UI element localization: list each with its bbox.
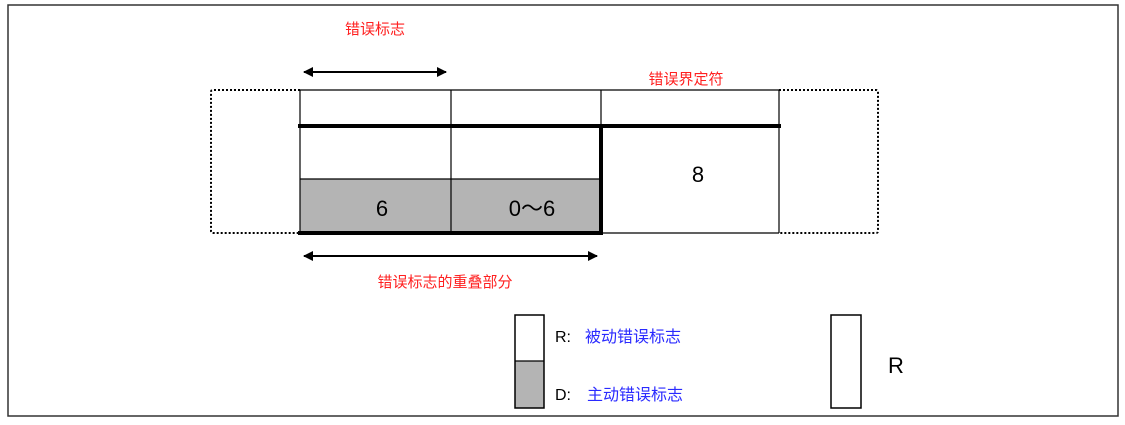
thick-lines bbox=[298, 124, 781, 235]
flag-count: 6 bbox=[376, 196, 388, 221]
dotted-box-right bbox=[779, 89, 879, 234]
legend-r-text: 被动错误标志 bbox=[585, 328, 681, 346]
legend-d-prefix: D: bbox=[555, 387, 571, 404]
recessive-box bbox=[830, 314, 862, 409]
frame-border bbox=[7, 4, 1119, 417]
overlap-label: 错误标志的重叠部分 bbox=[377, 274, 512, 291]
dotted-box-left bbox=[210, 89, 300, 234]
error-flag-label: 错误标志 bbox=[345, 21, 405, 38]
recessive-label: R bbox=[888, 353, 904, 378]
error-delimiter-label: 错误界定符 bbox=[648, 71, 723, 88]
delimiter-count: 8 bbox=[692, 162, 704, 187]
legend-dominant-swatch bbox=[515, 361, 544, 408]
grid-lines bbox=[299, 89, 780, 234]
overlap-count: 0～6 bbox=[509, 196, 555, 221]
legend-r-prefix: R: bbox=[555, 329, 571, 346]
legend-d-text: 主动错误标志 bbox=[587, 386, 683, 404]
